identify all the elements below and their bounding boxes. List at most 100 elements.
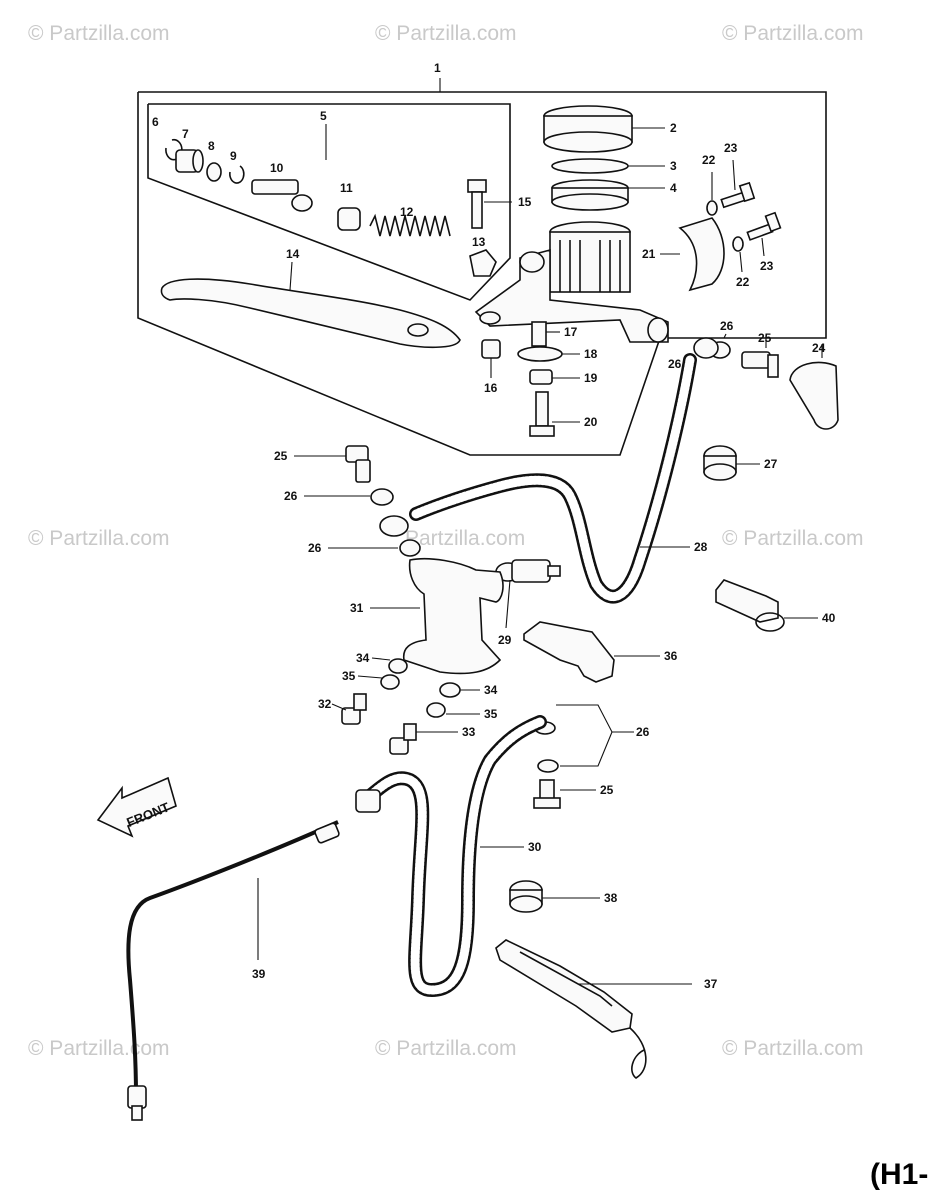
brake-pipe [126, 820, 340, 1121]
callout-17: 17 [564, 325, 578, 339]
callout-21: 21 [642, 247, 656, 261]
callout-26: 26 [308, 541, 322, 555]
tee-joint [370, 557, 504, 675]
sealing-washer [304, 488, 394, 506]
diagram-code: (H1- [870, 1158, 928, 1191]
front-direction-arrow: FRONT [96, 776, 177, 838]
piston-cup [175, 149, 204, 173]
switch-bracket [517, 346, 580, 362]
master-cylinder-body [474, 221, 669, 343]
reservoir-cap [543, 105, 665, 153]
callout-20: 20 [584, 415, 598, 429]
callout-16: 16 [484, 381, 498, 395]
callout-2: 2 [670, 121, 677, 135]
callout-18: 18 [584, 347, 598, 361]
watermark: © Partzilla.com [722, 527, 864, 550]
callout-30: 30 [528, 840, 542, 854]
clamp-bolt-lower [746, 211, 782, 257]
callout-13: 13 [472, 235, 486, 249]
callout-15: 15 [518, 195, 532, 209]
lock-nut [529, 369, 580, 385]
callout-40: 40 [822, 611, 836, 625]
callout-11: 11 [340, 181, 353, 195]
callout-1: 1 [434, 61, 441, 75]
callout-25: 25 [600, 783, 614, 797]
switch-bolt [529, 391, 580, 437]
callout-9: 9 [230, 149, 237, 163]
washer-35-right [426, 702, 480, 718]
grommet-lower [509, 880, 600, 913]
grommet-upper [703, 445, 760, 481]
o-ring [206, 162, 222, 182]
callout-39: 39 [252, 967, 266, 981]
clamp-washer-lower [732, 236, 744, 273]
callout-26: 26 [284, 489, 298, 503]
watermark: © Partzilla.com [28, 1037, 170, 1060]
stop-pin [531, 321, 560, 347]
callout-37: 37 [704, 977, 718, 991]
watermark: Partzilla.com [405, 527, 525, 550]
piston [251, 179, 313, 212]
watermark: © Partzilla.com [722, 22, 864, 45]
callout-8: 8 [208, 139, 215, 153]
callout-26: 26 [668, 357, 682, 371]
dust-cap [789, 344, 839, 430]
callout-24: 24 [812, 341, 826, 355]
pivot-nut [481, 339, 501, 378]
hose-clip-bracket [715, 579, 818, 632]
callout-7: 7 [182, 127, 189, 141]
callout-10: 10 [270, 161, 284, 175]
callout-22: 22 [736, 275, 750, 289]
callout-36: 36 [664, 649, 678, 663]
callout-23: 23 [724, 141, 738, 155]
callout-31: 31 [350, 601, 364, 615]
brake-light-switch [495, 559, 561, 629]
callout-22: 22 [702, 153, 716, 167]
spring-seat [337, 207, 361, 231]
callout-34: 34 [356, 651, 370, 665]
watermark: © Partzilla.com [28, 527, 170, 550]
callout-25: 25 [758, 331, 772, 345]
watermark: © Partzilla.com [375, 22, 517, 45]
switch-mounting-bracket [523, 621, 660, 683]
banjo-bolt [741, 338, 779, 378]
diaphragm-plate [551, 158, 665, 174]
clamp-bolt-upper [720, 159, 756, 209]
callout-3: 3 [670, 159, 677, 173]
callout-32: 32 [318, 697, 332, 711]
return-spring [369, 213, 451, 237]
callout-26: 26 [636, 725, 650, 739]
retaining-clip [229, 165, 245, 184]
callout-28: 28 [694, 540, 708, 554]
callout-26: 26 [720, 319, 734, 333]
callout-14: 14 [286, 247, 300, 261]
callout-33: 33 [462, 725, 476, 739]
diaphragm [551, 179, 665, 211]
callout-29: 29 [498, 633, 512, 647]
union-bolt-upper [294, 445, 371, 483]
watermark: © Partzilla.com [722, 1037, 864, 1060]
watermark: © Partzilla.com [28, 22, 170, 45]
callout-5: 5 [320, 109, 327, 123]
callout-19: 19 [584, 371, 598, 385]
sealing-washers-top [693, 333, 731, 359]
union-bolt-lower [533, 779, 596, 809]
lower-sealing-washers [534, 704, 634, 773]
handlebar-clamp [660, 217, 725, 292]
callout-23: 23 [760, 259, 774, 273]
callout-35: 35 [342, 669, 356, 683]
bolt-33 [389, 723, 458, 755]
washer-35-left [357, 674, 400, 690]
clamp-washer-upper [706, 172, 718, 216]
hose-fitting-upper [328, 515, 421, 557]
callout-6: 6 [152, 115, 159, 129]
callout-35: 35 [484, 707, 498, 721]
washer-34-left [371, 657, 408, 674]
bolt-32 [331, 693, 367, 725]
check-valve [469, 249, 497, 277]
hose-bracket-lower [495, 939, 692, 1079]
washer-34-right [439, 682, 480, 698]
callout-12: 12 [400, 205, 414, 219]
